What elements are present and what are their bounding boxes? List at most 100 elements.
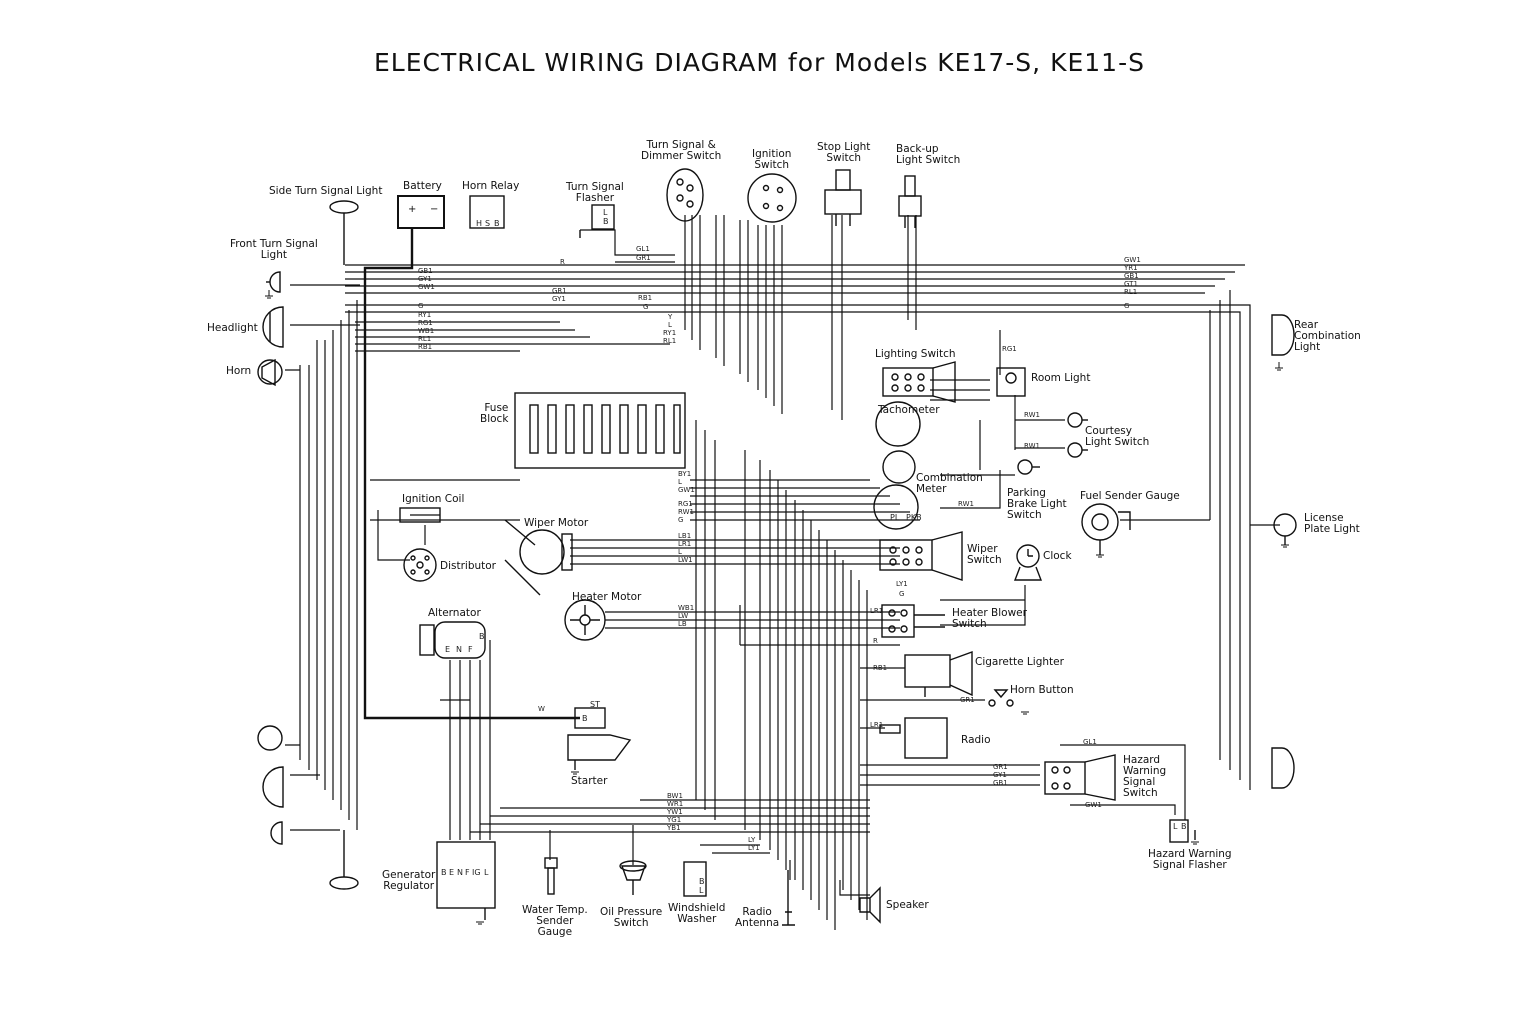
horn-button-label: Horn Button — [1010, 684, 1074, 696]
alternator-icon — [419, 621, 486, 659]
wire-code: R — [873, 637, 878, 645]
ignition-switch-label: Ignition Switch — [752, 148, 792, 171]
lower-horn-icon — [257, 725, 283, 751]
wire-code: RL1 — [663, 337, 677, 345]
wire-code: Y — [668, 313, 673, 321]
front-turn-signal-light-label: Front Turn Signal Light — [230, 238, 318, 261]
wire-code: YB1 — [667, 824, 681, 832]
wire-code: W — [538, 705, 545, 713]
stop-light-switch-icon — [824, 169, 862, 226]
turn-signal-flasher-icon — [579, 204, 615, 238]
wire-code: RY1 — [418, 311, 432, 319]
wire-code: G — [418, 302, 424, 310]
wire-code: LY1 — [896, 580, 908, 588]
clock-label: Clock — [1043, 550, 1072, 562]
side-turn-signal-light-label: Side Turn Signal Light — [269, 185, 383, 197]
turn-signal-dimmer-switch-icon — [666, 168, 704, 222]
starter-icon — [567, 707, 632, 770]
horn-relay-terminal: H — [476, 219, 483, 228]
radio-icon — [879, 717, 948, 759]
wire-code: G — [899, 590, 905, 598]
fuse-block-icon — [514, 392, 686, 469]
radio-antenna-icon — [782, 870, 795, 926]
horn-relay-terminal: B — [494, 219, 500, 228]
tachometer-label: Tachometer — [878, 404, 940, 416]
side-turn-signal-light-top-icon — [329, 200, 359, 265]
wire-code: GW1 — [418, 283, 435, 291]
wire-code: LB — [678, 620, 687, 628]
distributor-label: Distributor — [440, 560, 497, 572]
wire-code: GL1 — [636, 245, 650, 253]
meter-terminal: PKB — [906, 513, 922, 522]
alternator-terminal: B — [479, 632, 485, 641]
wire-code: L — [668, 321, 672, 329]
wire-code: RL1 — [418, 335, 432, 343]
wire-code: RW1 — [678, 508, 694, 516]
wire-code: BY1 — [678, 470, 692, 478]
ground-symbols — [265, 290, 1289, 925]
wire-code: WR1 — [667, 800, 684, 808]
combination-meter-icon — [873, 450, 919, 530]
radio-antenna-label: Radio Antenna — [735, 906, 780, 929]
wire-code: GB1 — [1124, 272, 1139, 280]
heater-blower-switch-label: Heater Blower Switch — [952, 607, 1027, 630]
wire-code: L — [678, 478, 682, 486]
wire-code: GY1 — [418, 275, 432, 283]
courtesy-light-switch-icon — [1067, 412, 1088, 458]
wire-code: G — [678, 516, 684, 524]
distributor-icon — [403, 548, 437, 582]
license-plate-light-icon — [1273, 513, 1297, 545]
backup-light-switch-icon — [898, 175, 922, 228]
wire-code: RB1 — [638, 294, 653, 302]
radio-label: Radio — [961, 734, 991, 746]
wire-code: GR1 — [960, 696, 975, 704]
wire-code: LY1 — [748, 844, 760, 852]
starter-terminal: B — [582, 714, 588, 723]
alternator-terminal: F — [468, 645, 473, 654]
hazard-warning-signal-switch-icon — [1044, 754, 1116, 801]
wire-code: GW1 — [1124, 256, 1141, 264]
wire-code: RG1 — [678, 500, 693, 508]
cigarette-lighter-label: Cigarette Lighter — [975, 656, 1064, 668]
svg-text:−: − — [430, 204, 438, 215]
wire-code: WB1 — [678, 604, 695, 612]
svg-text:+: + — [408, 204, 416, 215]
horn-relay-icon — [469, 195, 505, 229]
wire-code: GL1 — [1083, 738, 1097, 746]
fuse-block-label: Fuse Block — [480, 402, 509, 425]
horn-relay-terminal: S — [485, 219, 491, 228]
wire-code: LR1 — [870, 607, 884, 615]
front-turn-signal-light-icon — [266, 271, 281, 293]
hazard-warning-signal-flasher-icon — [1169, 819, 1196, 843]
tachometer-icon — [875, 401, 921, 447]
wire-code: YR1 — [1124, 264, 1138, 272]
battery-icon: + − — [397, 195, 445, 229]
cigarette-lighter-icon — [904, 651, 973, 697]
wire-code: RW1 — [1024, 411, 1040, 419]
hazard-warning-signal-flasher-label: Hazard Warning Signal Flasher — [1148, 848, 1232, 871]
wire-code: BW1 — [667, 792, 683, 800]
horn-button-icon — [988, 689, 1014, 707]
wire-code: RG1 — [1002, 345, 1017, 353]
generator-regulator-icon — [436, 841, 496, 920]
wire-code: GB1 — [418, 267, 433, 275]
license-plate-light-label: License Plate Light — [1304, 512, 1360, 535]
windshield-washer-icon — [683, 861, 707, 897]
horn-relay-label: Horn Relay — [462, 180, 520, 192]
room-light-label: Room Light — [1031, 372, 1091, 384]
wire-code: LY — [748, 836, 756, 844]
wire-code: GY1 — [552, 295, 566, 303]
wire-code: GW1 — [678, 486, 695, 494]
hazard-flasher-terminal: L — [1173, 822, 1178, 831]
wire-code: LR1 — [678, 540, 692, 548]
hazard-flasher-terminal: B — [1181, 822, 1187, 831]
wire-code: RW1 — [958, 500, 974, 508]
lower-turn-signal-light-icon — [270, 821, 283, 845]
headlight-label: Headlight — [207, 322, 258, 334]
side-turn-signal-light-bottom-icon — [329, 830, 359, 890]
ignition-coil-label: Ignition Coil — [402, 493, 465, 505]
wire-code: GR1 — [993, 763, 1008, 771]
wire-code: LB1 — [678, 532, 692, 540]
wire-code: RG1 — [418, 319, 433, 327]
